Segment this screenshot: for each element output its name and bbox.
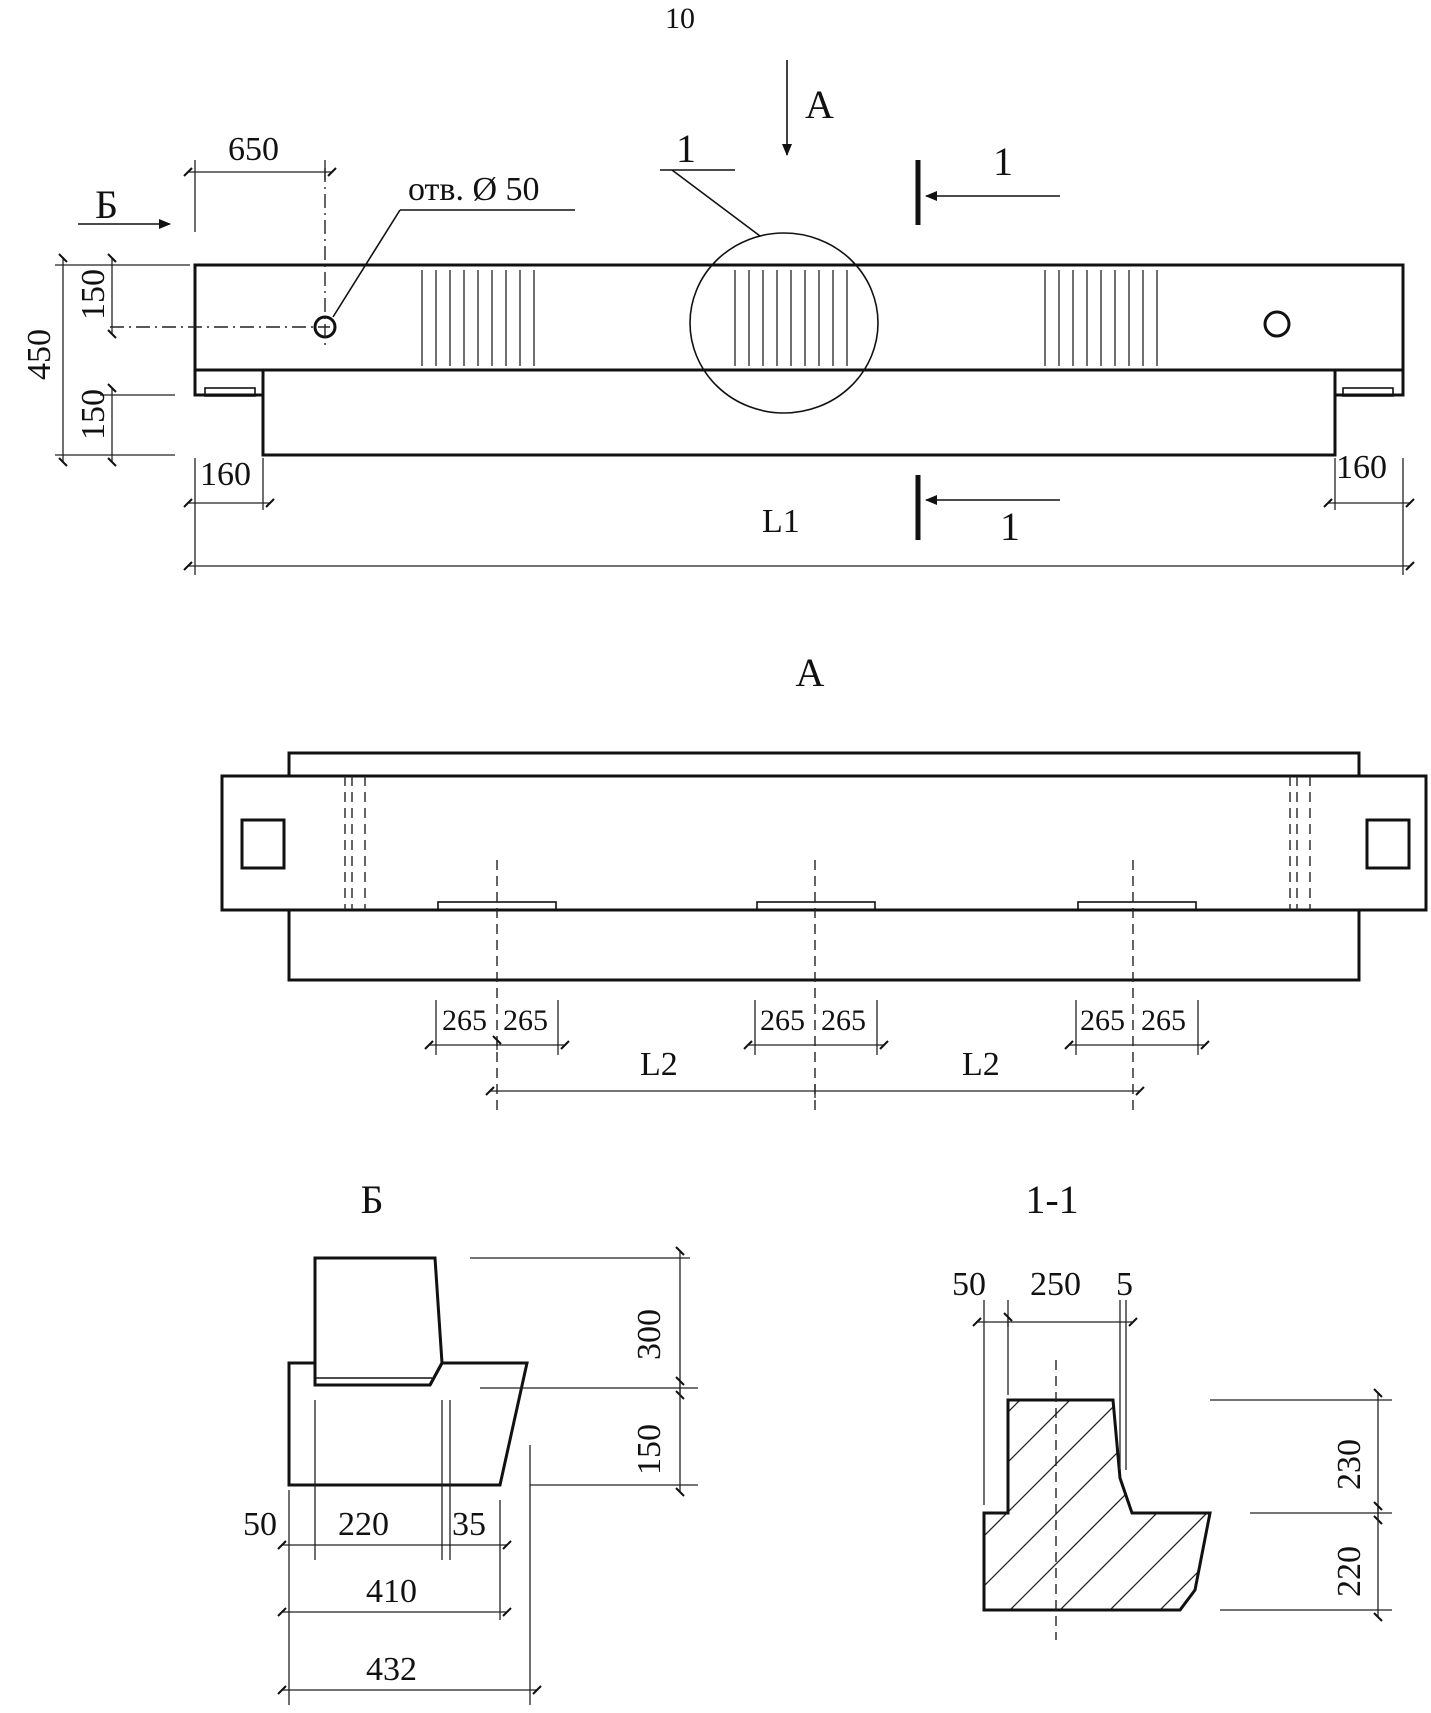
view-b-upper-block [313,1256,444,1387]
beam-top-part [193,263,1405,372]
beam-left-lug [193,370,263,397]
dim-160-right: 160 [1336,449,1387,486]
plan-view-a: А 265 265 265 265 [220,650,1428,1110]
detail-leader [671,169,761,237]
dim-265-3: 265 [760,1004,805,1037]
arrow-a-label: А [805,82,834,127]
section-label-bottom: 1 [1000,504,1020,549]
section-dim-230: 230 [1331,1439,1368,1490]
section-1-1: 1-1 50 250 5 230 22 [952,1177,1392,1640]
rebar-zone-left [421,270,535,366]
view-b-lower-block [287,1361,529,1487]
rebar-zone-center [734,270,848,366]
beam-bottom-part [261,368,1337,457]
dim-l2-left: L2 [640,1046,678,1083]
elevation-view: А Б [21,60,1415,575]
view-b-dim-220: 220 [338,1506,389,1543]
dim-265-2: 265 [503,1004,548,1037]
detail-circle [689,232,879,414]
pocket-left [240,818,286,870]
hole-right [1263,310,1291,338]
dim-l2-right: L2 [962,1046,1000,1083]
view-b-dim-50: 50 [243,1506,277,1543]
right-lug-plate [1342,387,1394,397]
dim-265-5: 265 [1080,1004,1125,1037]
dim-l1: L1 [762,503,800,540]
view-b-dim-300: 300 [631,1309,668,1360]
view-b-dim-35: 35 [452,1506,486,1543]
dim-160-left: 160 [200,456,251,493]
dim-150-bottom: 150 [75,389,112,440]
left-lug-plate [204,387,256,397]
beam-right-lug [1335,370,1405,397]
section-dim-220: 220 [1331,1546,1368,1597]
view-b: Б 300 150 50 220 35 410 432 [243,1177,698,1705]
dim-265-4: 265 [821,1004,866,1037]
section-dim-250: 250 [1030,1266,1081,1303]
hole-leader [332,209,401,318]
section-dim-50: 50 [952,1266,986,1303]
section-outline [982,1398,1212,1612]
dim-265-6: 265 [1141,1004,1186,1037]
view-b-dim-150: 150 [631,1424,668,1475]
plan-top-strip [287,751,1361,778]
dim-450: 450 [21,329,58,380]
plan-bottom-strip [287,908,1361,982]
page-number: 10 [665,2,695,35]
section-title: 1-1 [1025,1177,1078,1222]
plan-main-body [220,774,1428,912]
rebar-zone-right [1044,270,1158,366]
plate-right [1077,901,1197,911]
dim-265-1: 265 [442,1004,487,1037]
dim-150-top: 150 [75,269,112,320]
arrow-b-label: Б [95,182,118,227]
pocket-right [1365,818,1411,870]
hole-note: отв. Ø 50 [408,171,540,208]
view-b-title: Б [361,1177,384,1222]
detail-callout-label: 1 [676,126,696,171]
view-b-dim-432: 432 [366,1651,417,1688]
section-dim-5: 5 [1116,1266,1133,1303]
view-b-dim-410: 410 [366,1573,417,1610]
section-label-top: 1 [993,139,1013,184]
plate-center [756,901,876,911]
dim-650: 650 [228,131,279,168]
view-a-title: А [796,650,825,695]
